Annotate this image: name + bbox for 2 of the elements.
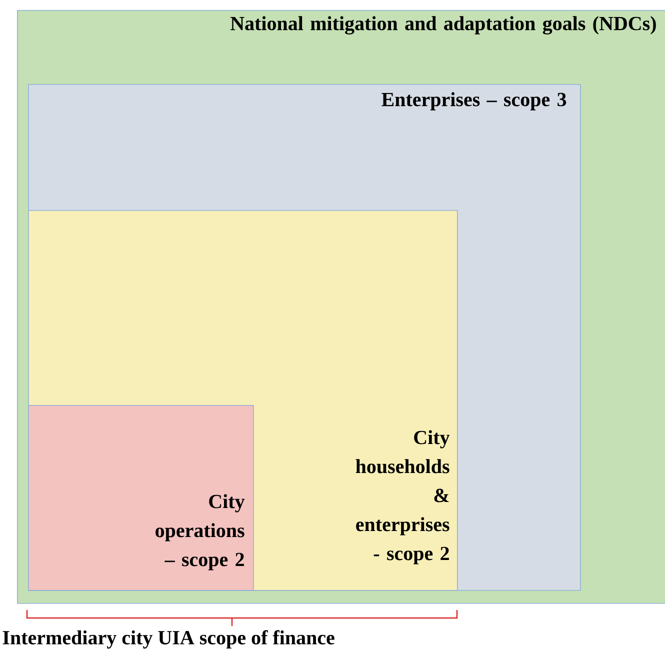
region-box: City operations – scope 2 [28, 404, 254, 591]
bracket-label: Intermediary city UIA scope of finance [2, 630, 334, 649]
